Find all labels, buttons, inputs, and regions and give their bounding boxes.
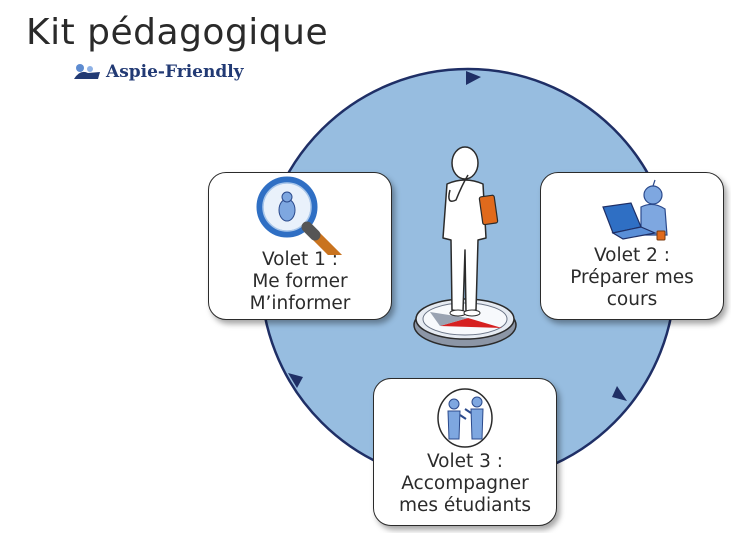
magnifying-glass-icon <box>256 176 343 255</box>
cycle-arrow-right <box>612 386 627 401</box>
volet-1-line3: M’informer <box>249 293 351 314</box>
volet-3-line3: mes étudiants <box>398 495 532 516</box>
brand-logo: Aspie-Friendly <box>72 62 244 82</box>
volet-1-card[interactable]: Volet 1 : Me former M’informer <box>208 172 392 320</box>
laptop-person-icon <box>602 179 668 241</box>
two-people-talking-icon <box>437 388 493 448</box>
volet-1-line2: Me former <box>252 271 348 292</box>
volet-3-card[interactable]: Volet 3 : Accompagner mes étudiants <box>373 378 557 526</box>
aspie-friendly-logo-icon <box>74 64 100 79</box>
volet-2-title: Volet 2 : <box>593 245 671 266</box>
brand-name: Aspie-Friendly <box>106 62 244 82</box>
volet-2-card[interactable]: Volet 2 : Préparer mes cours <box>540 172 724 320</box>
page-title: Kit pédagogique <box>26 12 329 53</box>
volet-3-line2: Accompagner <box>401 473 529 494</box>
thinking-person-on-compass-icon <box>413 146 517 348</box>
cycle-arrow-left <box>288 373 303 388</box>
volet-2-line3: cours <box>606 289 658 310</box>
volet-3-title: Volet 3 : <box>426 451 504 472</box>
cycle-arrow-top <box>466 71 481 85</box>
volet-2-line2: Préparer mes <box>570 267 694 288</box>
volet-1-title: Volet 1 : <box>261 249 339 270</box>
